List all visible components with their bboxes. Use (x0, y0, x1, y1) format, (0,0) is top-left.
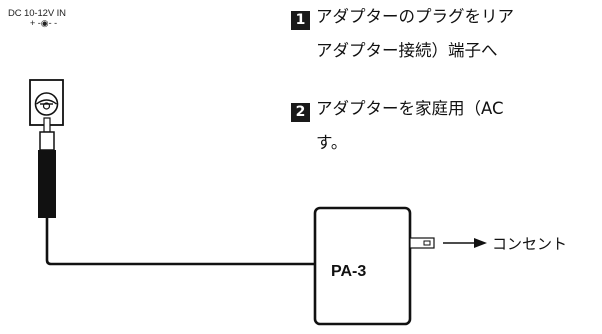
outlet-label: コンセント (492, 235, 568, 253)
adapter-cable (45, 218, 315, 266)
step-number-badge: 2 (291, 103, 310, 122)
arrow-icon (443, 238, 487, 248)
jack-label: DC 10-12V IN (8, 8, 66, 19)
dc-plug (38, 117, 56, 218)
step-2-line-1: 2 アダプターを家庭用（AC (291, 92, 602, 126)
jack-polarity: + -◉- - (30, 18, 58, 28)
adapter-body (313, 206, 412, 326)
step-1-line-1: 1 アダプターのプラグをリア (291, 0, 602, 34)
step-1-text-1: アダプターのプラグをリア (316, 7, 514, 26)
adapter-prongs (409, 237, 435, 249)
step-1-line-2: アダプター接続）端子へ (316, 41, 498, 60)
step-number-badge: 1 (291, 11, 310, 30)
step-1: 1 アダプターのプラグをリア アダプター接続）端子へ (291, 0, 602, 68)
step-2-text-1: アダプターを家庭用（AC (316, 99, 504, 118)
step-2: 2 アダプターを家庭用（AC す。 (291, 92, 602, 160)
step-2-line-2: す。 (316, 133, 348, 152)
adapter-model-label: PA-3 (331, 263, 367, 280)
